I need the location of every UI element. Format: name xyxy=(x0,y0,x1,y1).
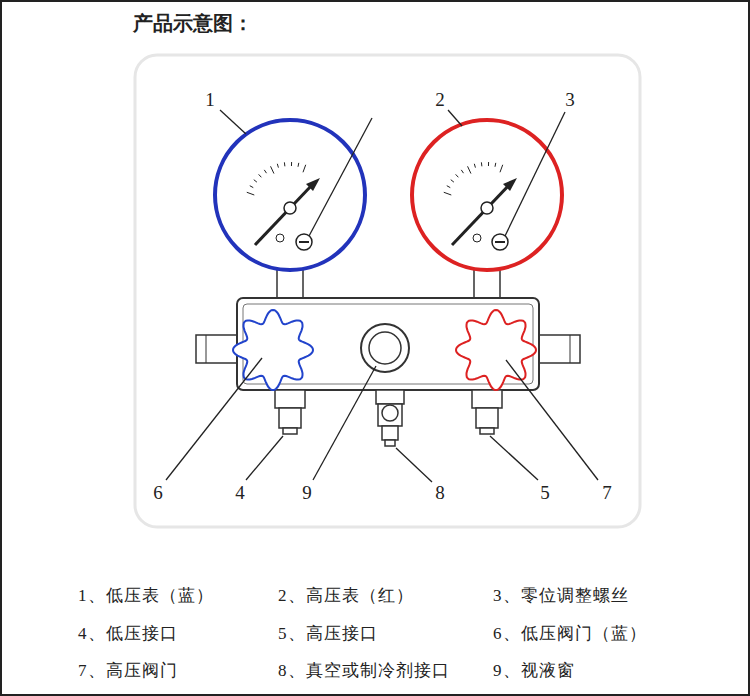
low-pressure-gauge xyxy=(215,120,365,270)
scale-tick xyxy=(500,165,503,173)
side-port xyxy=(538,335,580,363)
callout-number: 9 xyxy=(300,483,314,504)
screw-slot xyxy=(299,241,309,243)
part-key: 1、低压表（蓝） xyxy=(78,587,214,606)
scale-tick xyxy=(291,162,292,166)
part-key: 3、零位调整螺丝 xyxy=(493,587,629,606)
scale-tick xyxy=(488,162,489,166)
part-key: 4、低压接口 xyxy=(78,625,178,644)
scale-tick xyxy=(444,192,452,195)
scale-tick xyxy=(271,166,274,173)
high-pressure-port xyxy=(472,390,502,434)
gauge-scale xyxy=(247,162,503,195)
side-port xyxy=(196,335,238,363)
valve-knobs xyxy=(233,310,536,390)
diagram-title: 产品示意图： xyxy=(133,12,253,34)
valve-knob xyxy=(233,310,313,390)
part-key: 8、真空或制冷剂接口 xyxy=(278,662,450,681)
valve-knob xyxy=(456,310,536,390)
gauge-dot xyxy=(276,234,284,242)
scale-tick xyxy=(284,162,285,166)
part-key: 5、高压接口 xyxy=(278,625,378,644)
callout-number: 5 xyxy=(538,483,552,504)
gauge-stem xyxy=(277,268,303,298)
needle-pivot xyxy=(481,202,493,214)
part-key: 6、低压阀门（蓝） xyxy=(493,625,647,644)
scale-tick xyxy=(303,165,306,173)
scale-tick xyxy=(495,163,497,167)
port-edge xyxy=(206,335,207,363)
part-key: 7、高压阀门 xyxy=(78,662,178,681)
scale-tick xyxy=(254,180,257,182)
sight-glass xyxy=(361,324,409,372)
screw-slot xyxy=(495,241,505,243)
gauge-stem xyxy=(474,268,500,298)
port-edge xyxy=(570,335,571,363)
callout-number: 7 xyxy=(600,483,614,504)
needle-head xyxy=(306,178,320,191)
scale-tick xyxy=(447,186,450,188)
vacuum-port xyxy=(376,390,404,446)
sight-glass-inner xyxy=(369,332,401,364)
scale-tick xyxy=(461,170,463,173)
callout-number: 3 xyxy=(563,90,577,111)
scale-tick xyxy=(456,174,459,177)
zero-screw xyxy=(492,234,508,250)
frame xyxy=(135,55,640,527)
scale-tick xyxy=(277,164,278,168)
scale-tick xyxy=(298,163,300,167)
scale-tick xyxy=(264,170,266,173)
scale-tick xyxy=(250,186,253,188)
needle-pivot xyxy=(284,202,296,214)
scale-tick xyxy=(247,192,255,195)
high-pressure-gauge xyxy=(412,120,562,270)
scale-tick xyxy=(474,164,475,168)
scale-tick xyxy=(259,174,262,177)
callout-number: 2 xyxy=(433,90,447,111)
low-pressure-port xyxy=(275,390,305,434)
needle-head xyxy=(503,178,517,191)
scale-tick xyxy=(481,162,482,166)
callout-number: 8 xyxy=(433,483,447,504)
scale-tick xyxy=(451,180,454,182)
part-key: 9、视液窗 xyxy=(493,662,575,681)
callout-number: 4 xyxy=(233,483,247,504)
zero-screw xyxy=(296,234,312,250)
gauge-dot xyxy=(473,234,481,242)
part-key: 2、高压表（红） xyxy=(278,587,414,606)
callout-number: 1 xyxy=(203,90,217,111)
scale-tick xyxy=(468,166,471,173)
callout-number: 6 xyxy=(151,483,165,504)
leader-lines xyxy=(166,110,598,482)
